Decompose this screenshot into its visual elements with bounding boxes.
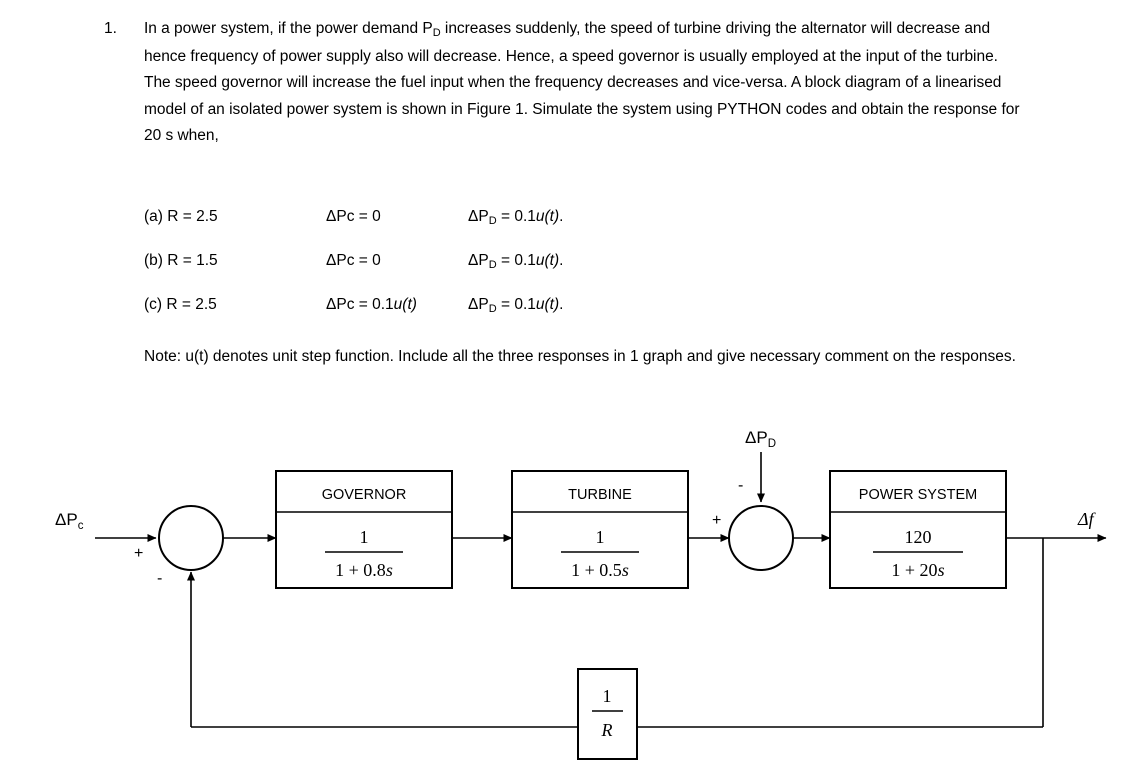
case-c-pd-suffix: = 0.1	[496, 296, 536, 313]
case-b-pd-italic: u(t)	[535, 252, 560, 269]
input-label-subscript: c	[78, 520, 84, 532]
power-system-denominator-s: s	[938, 560, 945, 580]
governor-denominator: 1 + 0.8s	[335, 560, 393, 580]
case-b-pd: ΔPD = 0.1u(t).	[468, 251, 664, 272]
case-c-pd-italic: u(t)	[535, 296, 560, 313]
note-text: Note: u(t) denotes unit step function. I…	[144, 348, 1016, 365]
case-a-condition: (a) R = 2.5	[144, 208, 218, 225]
governor-denominator-a: 1 + 0.8	[335, 560, 386, 580]
power-system-block-title: POWER SYSTEM	[859, 487, 977, 503]
question-body: In a power system, if the power demand P…	[144, 16, 1024, 150]
turbine-block	[511, 470, 689, 589]
disturbance-signal-label: ΔPD	[745, 428, 776, 450]
case-b-pc: ΔPc = 0	[326, 252, 381, 269]
governor-denominator-s: s	[386, 560, 393, 580]
summing-junction-1	[158, 505, 224, 571]
paragraph-part-2: increases suddenly, the speed of turbine…	[144, 20, 1020, 144]
paragraph-part-1: In a power system, if the power demand P	[144, 20, 433, 37]
case-c-pd-sub: D	[488, 303, 497, 315]
case-c-pc-italic: u(t)	[393, 296, 417, 313]
governor-block	[275, 470, 453, 589]
case-b-pd-suffix: = 0.1	[496, 252, 536, 269]
case-c-condition: (c) R = 2.5	[144, 296, 217, 313]
case-row-b: (b) R = 1.5 ΔPc = 0 ΔPD = 0.1u(t).	[144, 251, 664, 295]
case-b-condition: (b) R = 1.5	[144, 252, 218, 269]
case-b-pd-prefix: ΔP	[468, 252, 489, 269]
question-block: 1. In a power system, if the power deman…	[104, 16, 1024, 150]
case-c-pc-prefix: ΔPc = 0.1	[326, 296, 394, 313]
summer2-minus-sign: -	[738, 477, 743, 494]
turbine-denominator: 1 + 0.5s	[571, 560, 629, 580]
case-a-pd-sub: D	[488, 215, 497, 227]
summer1-minus-sign: -	[157, 570, 162, 587]
input-label-delta: ΔP	[55, 510, 78, 529]
case-b-pd-end: .	[559, 252, 564, 269]
case-c-pd-prefix: ΔP	[468, 296, 489, 313]
feedback-gain-denominator: R	[601, 720, 613, 740]
case-row-a: (a) R = 2.5 ΔPc = 0 ΔPD = 0.1u(t).	[144, 207, 664, 251]
output-signal-label: Δf	[1077, 509, 1097, 529]
case-a-pd: ΔPD = 0.1u(t).	[468, 207, 664, 228]
power-system-denominator: 1 + 20s	[891, 560, 944, 580]
question-number: 1.	[104, 20, 117, 37]
turbine-denominator-a: 1 + 0.5	[571, 560, 622, 580]
governor-block-title: GOVERNOR	[322, 487, 407, 503]
cases-list: (a) R = 2.5 ΔPc = 0 ΔPD = 0.1u(t). (b) R…	[144, 207, 664, 339]
case-a-pd-italic: u(t)	[535, 208, 560, 225]
disturbance-label-delta: ΔP	[745, 428, 768, 447]
case-row-c: (c) R = 2.5 ΔPc = 0.1u(t) ΔPD = 0.1u(t).	[144, 295, 664, 339]
summer1-plus-sign: +	[134, 545, 143, 562]
summing-junction-2	[728, 505, 794, 571]
case-b-pd-sub: D	[488, 259, 497, 271]
turbine-block-title: TURBINE	[568, 487, 632, 503]
turbine-denominator-s: s	[622, 560, 629, 580]
case-a-pc: ΔPc = 0	[326, 208, 381, 225]
case-a-pd-end: .	[559, 208, 564, 225]
power-system-numerator: 120	[905, 527, 932, 547]
feedback-gain-numerator: 1	[603, 686, 612, 706]
feedback-gain-block	[577, 668, 638, 760]
case-a-pd-suffix: = 0.1	[496, 208, 536, 225]
question-row: 1. In a power system, if the power deman…	[104, 16, 1024, 150]
disturbance-label-subscript: D	[768, 438, 776, 450]
case-c-pd: ΔPD = 0.1u(t).	[468, 295, 664, 316]
power-system-denominator-a: 1 + 20	[891, 560, 937, 580]
turbine-numerator: 1	[596, 527, 605, 547]
summer2-plus-sign: +	[712, 512, 721, 529]
input-signal-label: ΔPc	[55, 510, 84, 532]
case-a-pd-prefix: ΔP	[468, 208, 489, 225]
paragraph-subscript-d: D	[432, 27, 441, 39]
case-c-pd-end: .	[559, 296, 564, 313]
question-paragraph: In a power system, if the power demand P…	[144, 16, 1024, 150]
governor-numerator: 1	[360, 527, 369, 547]
power-system-block	[829, 470, 1007, 589]
case-c-pc: ΔPc = 0.1u(t)	[326, 295, 468, 314]
